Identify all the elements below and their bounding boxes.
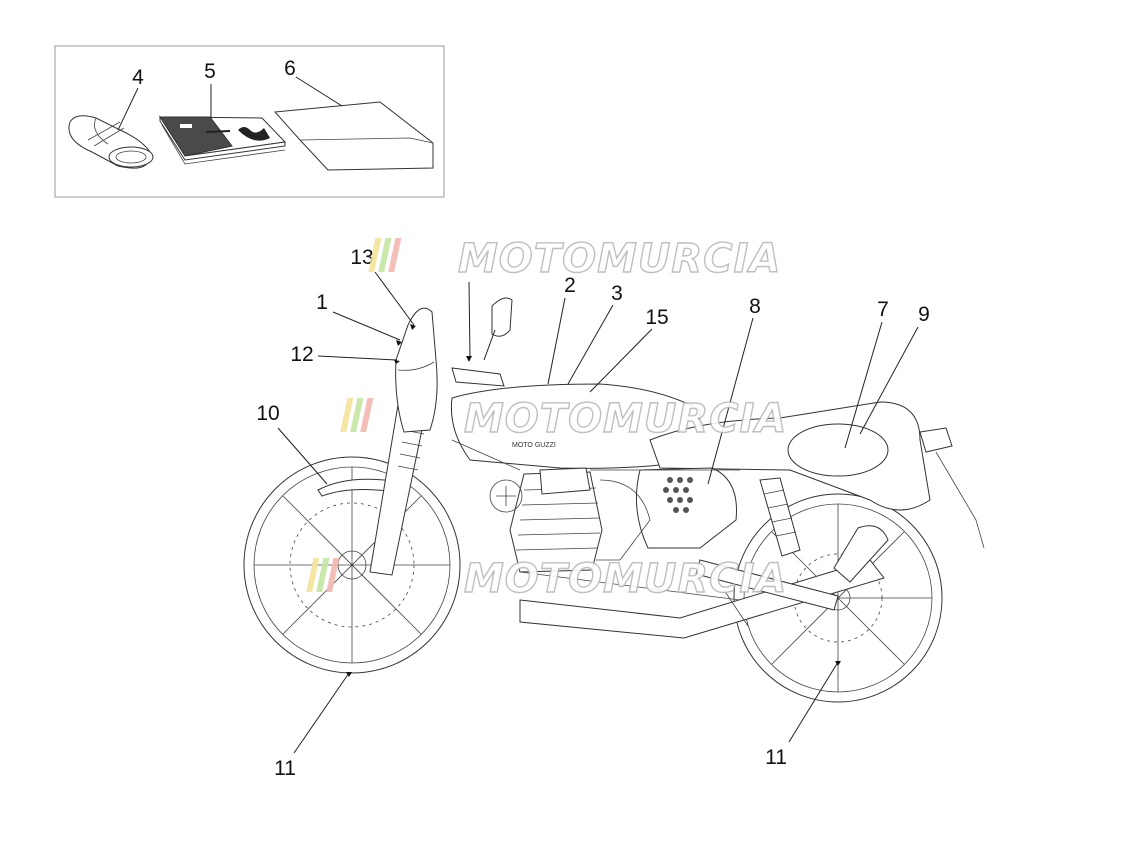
leader-lines (277, 271, 919, 754)
callout-7: 7 (877, 298, 889, 321)
callout-1: 1 (316, 291, 328, 314)
watermark-text: MOTOMURCIA (464, 396, 787, 442)
tool-pouch-part (68, 115, 154, 169)
handlebar (451, 367, 505, 387)
watermark-3: MOTOMURCIA (306, 555, 787, 603)
side-cover-holes (663, 477, 693, 513)
callout-2: 2 (564, 274, 576, 297)
callout-8: 8 (749, 295, 761, 318)
muffler-end (833, 525, 889, 583)
fairing (395, 307, 438, 433)
watermark-2: MOTOMURCIA (340, 395, 787, 443)
fuel-tank (450, 383, 701, 469)
callout-12: 12 (290, 343, 313, 366)
callout-15: 15 (645, 306, 668, 329)
callout-11-front: 11 (274, 757, 296, 780)
exhaust-pipe (519, 559, 885, 639)
mirror (491, 297, 513, 337)
watermark-1: MOTOMURCIA (368, 235, 781, 283)
callout-9: 9 (918, 303, 930, 326)
callout-11-rear: 11 (765, 746, 787, 769)
document-envelope-part (273, 101, 434, 171)
motorcycle-drawing: MOTO GUZZI (243, 297, 985, 703)
callout-10: 10 (256, 402, 279, 425)
engine (489, 467, 651, 573)
tail-oval-panel (787, 423, 889, 477)
callout-4: 4 (132, 66, 144, 89)
callout-13: 13 (350, 246, 373, 269)
callout-6: 6 (284, 57, 296, 80)
swingarm (695, 559, 839, 611)
watermark-text: MOTOMURCIA (464, 556, 787, 602)
tank-logo: MOTO GUZZI (512, 442, 556, 449)
callout-labels: 4 5 6 13 1 12 10 2 3 15 8 7 9 11 11 (132, 57, 930, 780)
front-wheel (243, 456, 461, 674)
callout-5: 5 (204, 60, 216, 83)
watermark-text: MOTOMURCIA (458, 236, 781, 282)
tail-light (919, 427, 953, 453)
owner-manual-part (159, 115, 287, 165)
callout-3: 3 (611, 282, 623, 305)
rear-shock (759, 477, 801, 557)
accessories-inset (54, 45, 445, 198)
